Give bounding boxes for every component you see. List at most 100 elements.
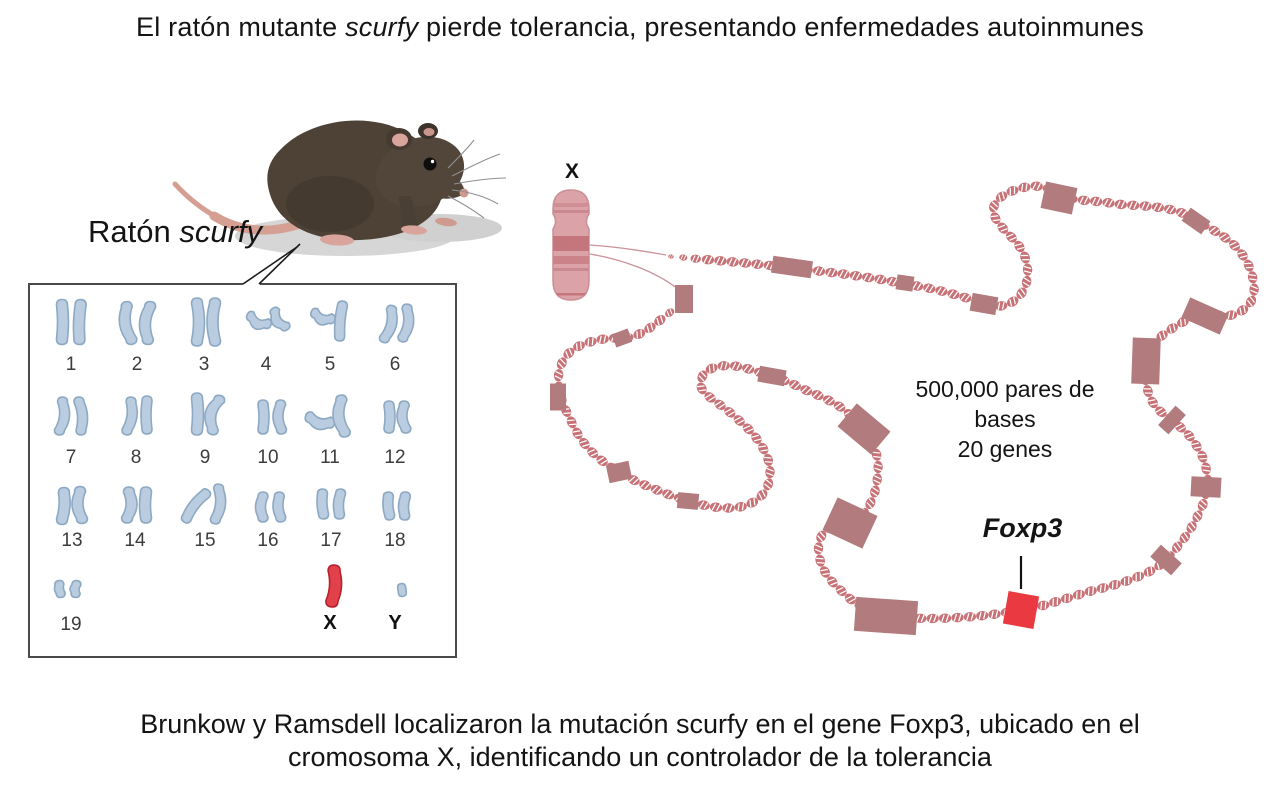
mouse-front-foot xyxy=(401,225,427,235)
mouse-label-italic: scurfy xyxy=(179,214,263,249)
gene-box xyxy=(675,285,693,313)
callout-pointer xyxy=(242,243,301,286)
karyotype-label: 19 xyxy=(60,614,82,635)
karyotype-chromosome xyxy=(180,488,212,524)
gene-region-annotation: 500,000 pares de bases 20 genes xyxy=(876,374,1134,464)
karyotype-chromosome xyxy=(272,491,287,523)
mouse-front-leg xyxy=(398,196,418,228)
mouse-eye xyxy=(423,157,437,171)
gene-box xyxy=(1190,476,1222,498)
karyotype-label: 13 xyxy=(61,530,83,551)
karyotype-label: 11 xyxy=(320,447,340,468)
karyotype-chromosome xyxy=(140,395,153,435)
title-text-after: pierde tolerancia, presentando enfermeda… xyxy=(418,12,1144,42)
karyotype-label: 15 xyxy=(194,530,216,551)
karyotype-label: 3 xyxy=(198,354,210,375)
gene-box xyxy=(605,460,633,484)
karyotype-chromosome xyxy=(304,411,336,431)
mouse-label: Ratón scurfy xyxy=(88,214,262,250)
karyotype-chromosome xyxy=(397,491,412,521)
karyotype-label: 7 xyxy=(65,447,77,468)
zoom-connector-lines xyxy=(589,244,679,290)
gene-box xyxy=(1181,297,1229,335)
title-italic-text: scurfy xyxy=(345,12,419,42)
karyotype-chromosome xyxy=(245,310,273,331)
karyotype-chromosome xyxy=(120,486,138,524)
karyotype-chromosome xyxy=(382,491,396,521)
karyotype-label: 14 xyxy=(124,530,146,551)
mouse-label-text: Ratón xyxy=(88,214,180,249)
karyotype-label: 12 xyxy=(384,447,406,468)
karyotype-chromosome xyxy=(190,392,205,436)
karyotype-label-x: X xyxy=(323,612,337,634)
karyotype-label: 5 xyxy=(324,354,336,375)
karyotype-chromosome xyxy=(310,307,336,326)
karyotype-chromosome xyxy=(204,394,226,436)
gene-box xyxy=(837,403,891,455)
karyotype-x-chromosome-highlighted xyxy=(325,564,343,608)
karyotype-chromosome xyxy=(316,488,330,520)
karyotype-chromosome xyxy=(138,486,153,524)
mouse-nose xyxy=(459,188,469,198)
karyotype-label-y: Y xyxy=(388,612,402,634)
karyotype-label: 8 xyxy=(130,447,142,468)
karyotype-chromosome xyxy=(332,488,347,520)
mouse-tail-tip xyxy=(172,181,221,221)
karyotype-label: 10 xyxy=(257,447,279,468)
karyotype-chromosome xyxy=(254,491,269,523)
karyotype-chromosome xyxy=(396,400,412,434)
karyotype-chromosome xyxy=(55,486,71,526)
karyotype-chromosome xyxy=(53,396,71,436)
gene-box xyxy=(550,383,566,411)
karyotype-chromosomes xyxy=(53,297,415,608)
gene-box xyxy=(757,365,787,387)
mouse-haunch xyxy=(286,176,374,232)
annotation-line: bases xyxy=(974,406,1036,432)
karyotype-label: 6 xyxy=(389,354,401,375)
mouse-eye-glint xyxy=(430,159,435,164)
mouse-ear-inner xyxy=(392,133,408,147)
bottom-caption: Brunkow y Ramsdell localizaron la mutaci… xyxy=(0,708,1280,774)
karyotype-chromosome xyxy=(383,400,396,434)
karyotype-chromosome xyxy=(73,396,89,436)
karyotype-chromosome xyxy=(272,399,288,435)
page-title: El ratón mutante scurfy pierde toleranci… xyxy=(0,12,1280,43)
mouse-illustration xyxy=(172,120,507,256)
karyotype-chromosome xyxy=(397,303,415,343)
karyotype-label: 1 xyxy=(65,354,77,375)
foxp3-gene-label: Foxp3 xyxy=(982,513,1063,543)
gene-box xyxy=(969,292,999,316)
karyotype-label: 9 xyxy=(199,447,211,468)
gene-box xyxy=(895,274,915,292)
karyotype-chromosome xyxy=(378,304,398,344)
karyotype-chromosome xyxy=(121,396,139,436)
mouse-front-foot-2 xyxy=(435,217,457,227)
x-chromosome xyxy=(552,189,590,301)
caption-line-2: cromosoma X, identificando un controlado… xyxy=(288,742,992,772)
annotation-line: 20 genes xyxy=(957,436,1053,462)
gene-box xyxy=(853,596,919,636)
karyotype-label: 2 xyxy=(131,354,143,375)
karyotype-chromosome xyxy=(118,300,138,346)
karyotype-chromosome xyxy=(71,485,89,525)
karyotype-chromosome xyxy=(209,483,227,525)
annotation-line: 500,000 pares de xyxy=(915,376,1095,402)
x-chromosome-label: X xyxy=(564,160,579,183)
karyotype-chromosome xyxy=(55,298,70,346)
gene-box xyxy=(822,497,878,549)
gene-boxes xyxy=(550,181,1229,636)
gene-box xyxy=(1158,405,1186,435)
x-chromosome-bands xyxy=(553,203,589,296)
karyotype-label: 4 xyxy=(260,354,272,375)
karyotype-chromosome xyxy=(257,399,270,435)
foxp3-gene-box xyxy=(1002,591,1040,629)
karyotype-chromosome xyxy=(138,300,157,346)
gene-box xyxy=(1150,544,1182,576)
karyotype-chromosome xyxy=(69,579,82,599)
gene-box xyxy=(676,492,700,510)
mouse-rear-foot xyxy=(320,234,354,246)
karyotype-panel xyxy=(28,283,457,658)
mouse-ear-back-inner xyxy=(423,128,435,136)
